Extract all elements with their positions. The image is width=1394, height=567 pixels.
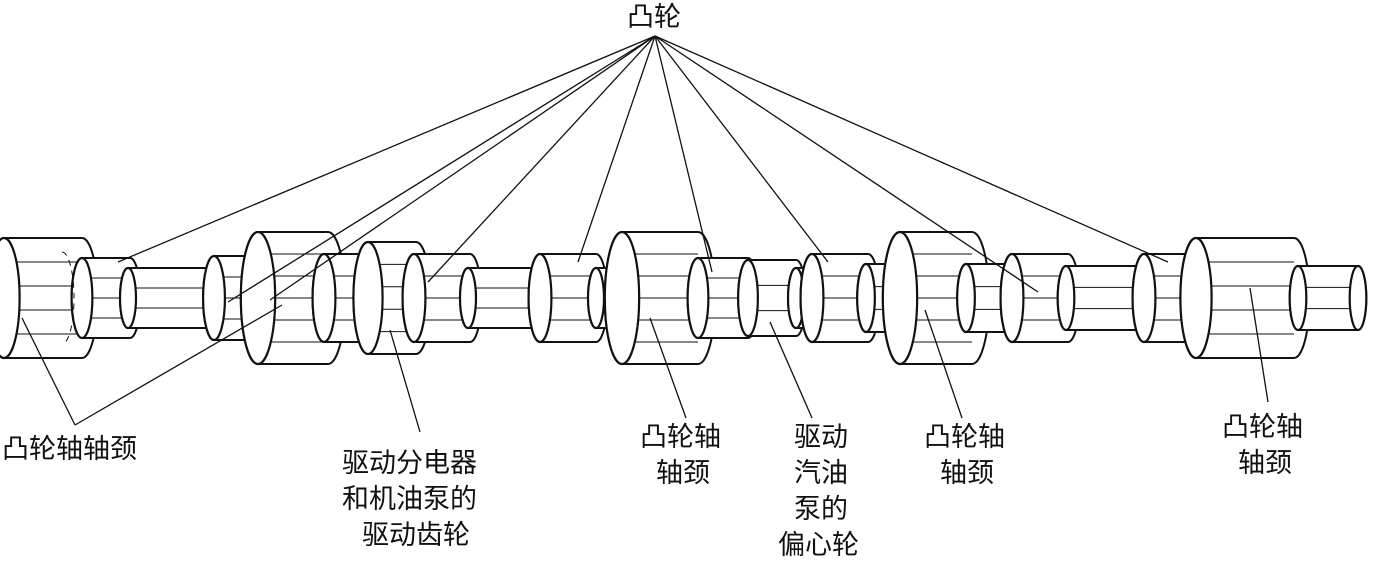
leader-cam-8 (654, 35, 1039, 293)
label-gear-line3: 驱动齿轮 (362, 520, 470, 551)
leader-eccentric (769, 321, 813, 419)
shaft-segment-shaft-section (118, 266, 229, 330)
leader-cam-2 (227, 35, 656, 303)
label-journal-2-line2: 轴颈 (656, 458, 710, 489)
shaft-end-face (1348, 264, 1368, 332)
leader-gear (389, 329, 421, 433)
label-gear-line2: 和机油泵的 (342, 484, 477, 515)
labels: 凸轮 凸轮轴轴颈 驱动分电器 和机油泵的 驱动齿轮 凸轮轴 轴颈 驱动 汽油 泵… (2, 2, 1303, 561)
label-journal-left: 凸轮轴轴颈 (2, 434, 137, 465)
label-journal-3-line1: 凸轮轴 (924, 422, 1005, 453)
label-cam: 凸轮 (627, 2, 681, 33)
shaft-segment-journal-2 (603, 230, 717, 366)
leader-journal-4 (1249, 287, 1269, 403)
leader-journal-3 (924, 309, 963, 419)
label-journal-4-line1: 凸轮轴 (1222, 412, 1303, 443)
leader-journal-left-b (74, 304, 283, 426)
leader-journal-2 (649, 317, 687, 419)
label-eccentric-line3: 泵的 (794, 494, 848, 525)
label-eccentric-line2: 汽油 (794, 458, 848, 489)
leader-cam-4 (427, 35, 656, 283)
journal-left-hidden-edge (61, 251, 75, 345)
leader-lines (21, 35, 1269, 433)
leader-cam-3 (269, 35, 656, 301)
leader-cam-6 (654, 35, 713, 273)
shaft-segment-journal-left (0, 236, 99, 360)
label-gear-line1: 驱动分电器 (342, 448, 477, 479)
leader-cam-7 (654, 35, 829, 263)
leader-cam-9 (654, 35, 1169, 263)
shaft-segment-cam-5 (527, 252, 609, 344)
camshaft-body (0, 230, 1368, 366)
label-journal-2-line1: 凸轮轴 (640, 422, 721, 453)
label-eccentric-line1: 驱动 (794, 422, 848, 453)
leader-cam-1 (117, 35, 656, 263)
label-journal-3-line2: 轴颈 (940, 458, 994, 489)
leader-cam-5 (577, 35, 656, 263)
label-journal-4-line2: 轴颈 (1238, 448, 1292, 479)
shaft-segment-journal-4 (1179, 236, 1311, 360)
leader-journal-left-a (21, 317, 76, 426)
label-eccentric-line4: 偏心轮 (778, 530, 859, 561)
shaft-segment-shaft-end (1288, 264, 1368, 332)
